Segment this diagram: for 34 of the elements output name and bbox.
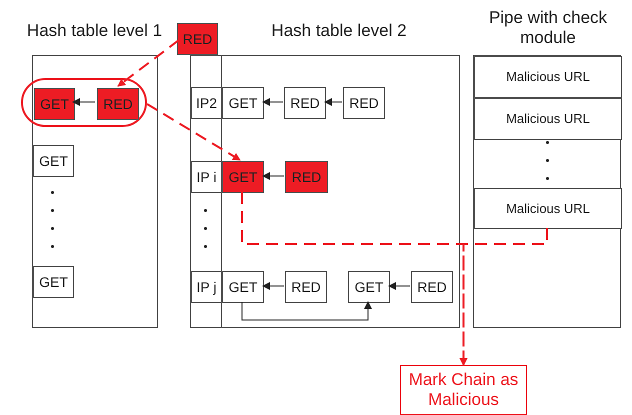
- arrow: [388, 282, 410, 290]
- entry-box: GET: [34, 88, 75, 120]
- entry-box: RED: [177, 23, 218, 55]
- alert-box: Mark Chain as Malicious: [400, 365, 527, 415]
- entry-box: GET: [33, 145, 74, 177]
- entry-box: RED: [97, 88, 139, 120]
- url-row: Malicious URL: [474, 188, 622, 229]
- entry-box: GET: [222, 271, 264, 303]
- url-row: Malicious URL: [474, 98, 622, 140]
- arrow: [72, 98, 96, 106]
- entry-box: GET: [222, 87, 264, 119]
- arrow: [242, 301, 372, 320]
- panel-title: Hash table level 2: [270, 21, 408, 41]
- arrow: [262, 282, 284, 290]
- entry-box: GET: [33, 266, 74, 298]
- entry-box: IP2: [191, 87, 222, 119]
- entry-box: RED: [411, 271, 453, 303]
- arrow: [262, 98, 284, 106]
- entry-box: RED: [284, 87, 326, 119]
- entry-box: GET: [348, 271, 390, 303]
- entry-box: RED: [343, 87, 385, 119]
- arrow: [324, 98, 342, 106]
- entry-box: GET: [222, 161, 264, 193]
- entry-box: IP j: [191, 271, 222, 303]
- entry-box: IP i: [191, 161, 222, 193]
- entry-box: RED: [285, 271, 327, 303]
- arrow: [146, 103, 241, 161]
- panel-title: Pipe with check module: [488, 8, 608, 48]
- entry-box: RED: [285, 161, 328, 193]
- arrow: [117, 39, 180, 87]
- arrow: [460, 228, 548, 366]
- arrow: [262, 172, 284, 180]
- url-row: Malicious URL: [474, 56, 622, 98]
- panel-title: Hash table level 1: [26, 21, 164, 41]
